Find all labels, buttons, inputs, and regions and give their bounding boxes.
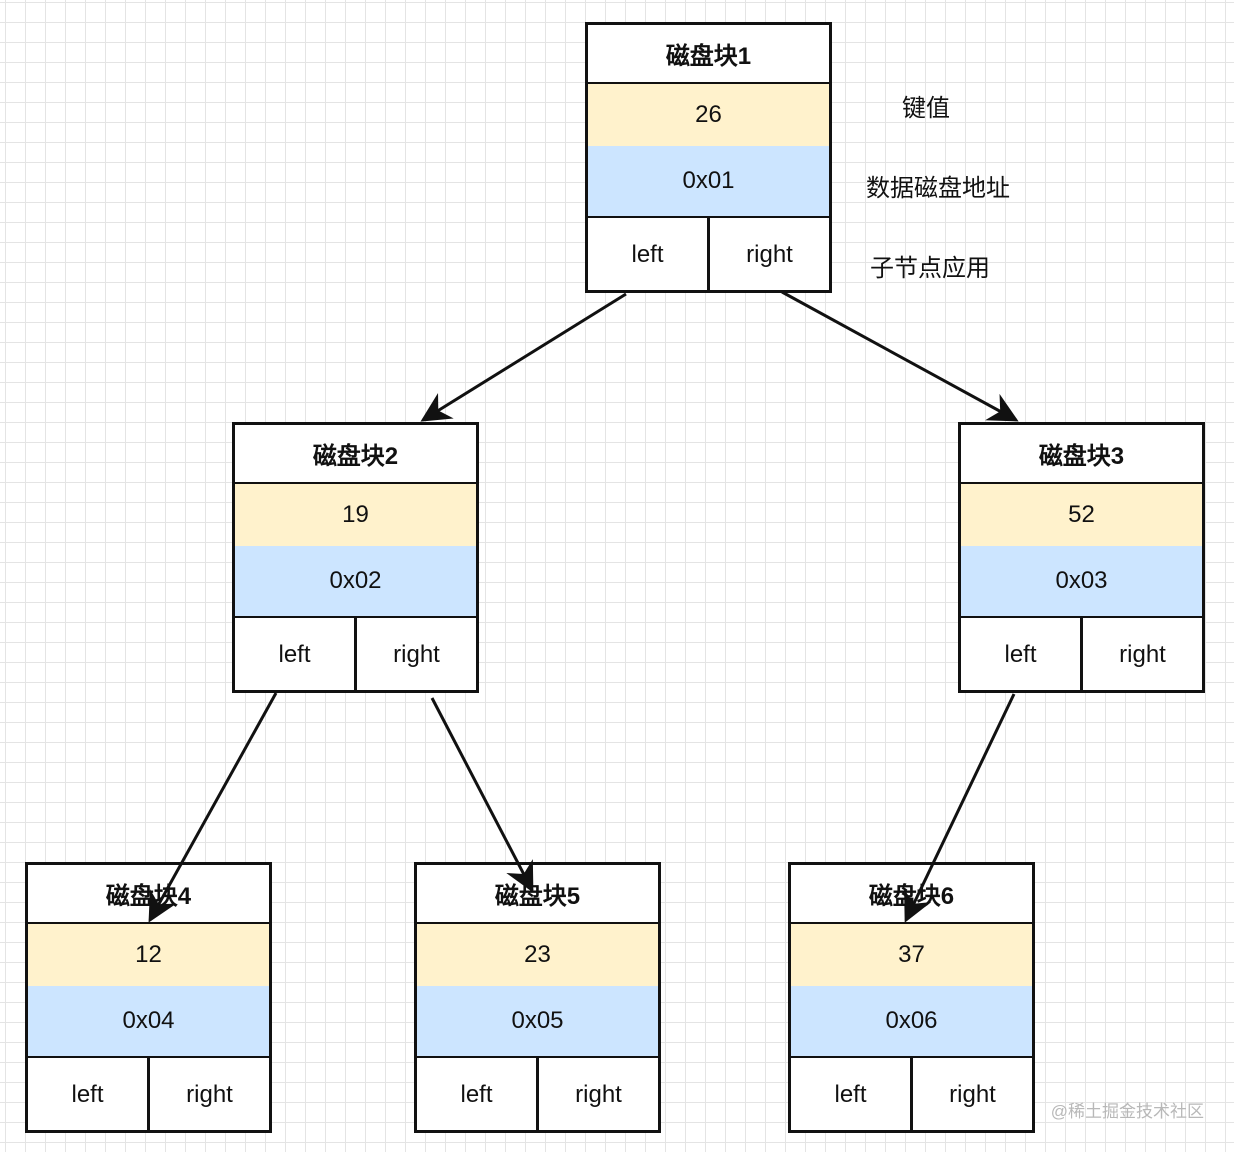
disk-block-4: 磁盘块4 12 0x04 left right (25, 862, 272, 1133)
block-key: 52 (961, 484, 1202, 546)
block-key: 23 (417, 924, 658, 986)
block-children: left right (791, 1058, 1032, 1132)
block-children: left right (588, 218, 829, 292)
block-title: 磁盘块4 (28, 865, 269, 924)
block-key: 12 (28, 924, 269, 986)
block-title: 磁盘块2 (235, 425, 476, 484)
left-child-cell: left (961, 618, 1083, 692)
block-address: 0x06 (791, 986, 1032, 1058)
right-child-cell: right (186, 1081, 233, 1108)
block-children: left right (417, 1058, 658, 1132)
disk-block-6: 磁盘块6 37 0x06 left right (788, 862, 1035, 1133)
block-title: 磁盘块5 (417, 865, 658, 924)
disk-block-5: 磁盘块5 23 0x05 left right (414, 862, 661, 1133)
block-address: 0x01 (588, 146, 829, 218)
right-child-cell: right (575, 1081, 622, 1108)
block-address: 0x04 (28, 986, 269, 1058)
legend-address-label: 数据磁盘地址 (866, 175, 1010, 202)
block-address: 0x02 (235, 546, 476, 618)
legend-key-label: 键值 (902, 95, 950, 122)
left-child-cell: left (28, 1058, 150, 1132)
disk-block-1: 磁盘块1 26 0x01 left right (585, 22, 832, 293)
right-child-cell: right (949, 1081, 996, 1108)
watermark: @稀土掘金技术社区 (1050, 1102, 1204, 1121)
block-key: 37 (791, 924, 1032, 986)
block-children: left right (28, 1058, 269, 1132)
legend-child-label: 子节点应用 (870, 255, 990, 282)
left-child-cell: left (417, 1058, 539, 1132)
block-address: 0x03 (961, 546, 1202, 618)
block-children: left right (961, 618, 1202, 692)
block-title: 磁盘块6 (791, 865, 1032, 924)
disk-block-3: 磁盘块3 52 0x03 left right (958, 422, 1205, 693)
block-address: 0x05 (417, 986, 658, 1058)
disk-block-2: 磁盘块2 19 0x02 left right (232, 422, 479, 693)
block-children: left right (235, 618, 476, 692)
right-child-cell: right (1119, 641, 1166, 668)
edge-block1-to-block2 (420, 292, 627, 422)
right-child-cell: right (746, 241, 793, 268)
left-child-cell: left (588, 218, 710, 292)
right-child-cell: right (393, 641, 440, 668)
block-title: 磁盘块3 (961, 425, 1202, 484)
left-child-cell: left (791, 1058, 913, 1132)
block-key: 19 (235, 484, 476, 546)
edge-block1-to-block3 (781, 290, 1019, 422)
left-child-cell: left (235, 618, 357, 692)
block-key: 26 (588, 84, 829, 146)
block-title: 磁盘块1 (588, 25, 829, 84)
